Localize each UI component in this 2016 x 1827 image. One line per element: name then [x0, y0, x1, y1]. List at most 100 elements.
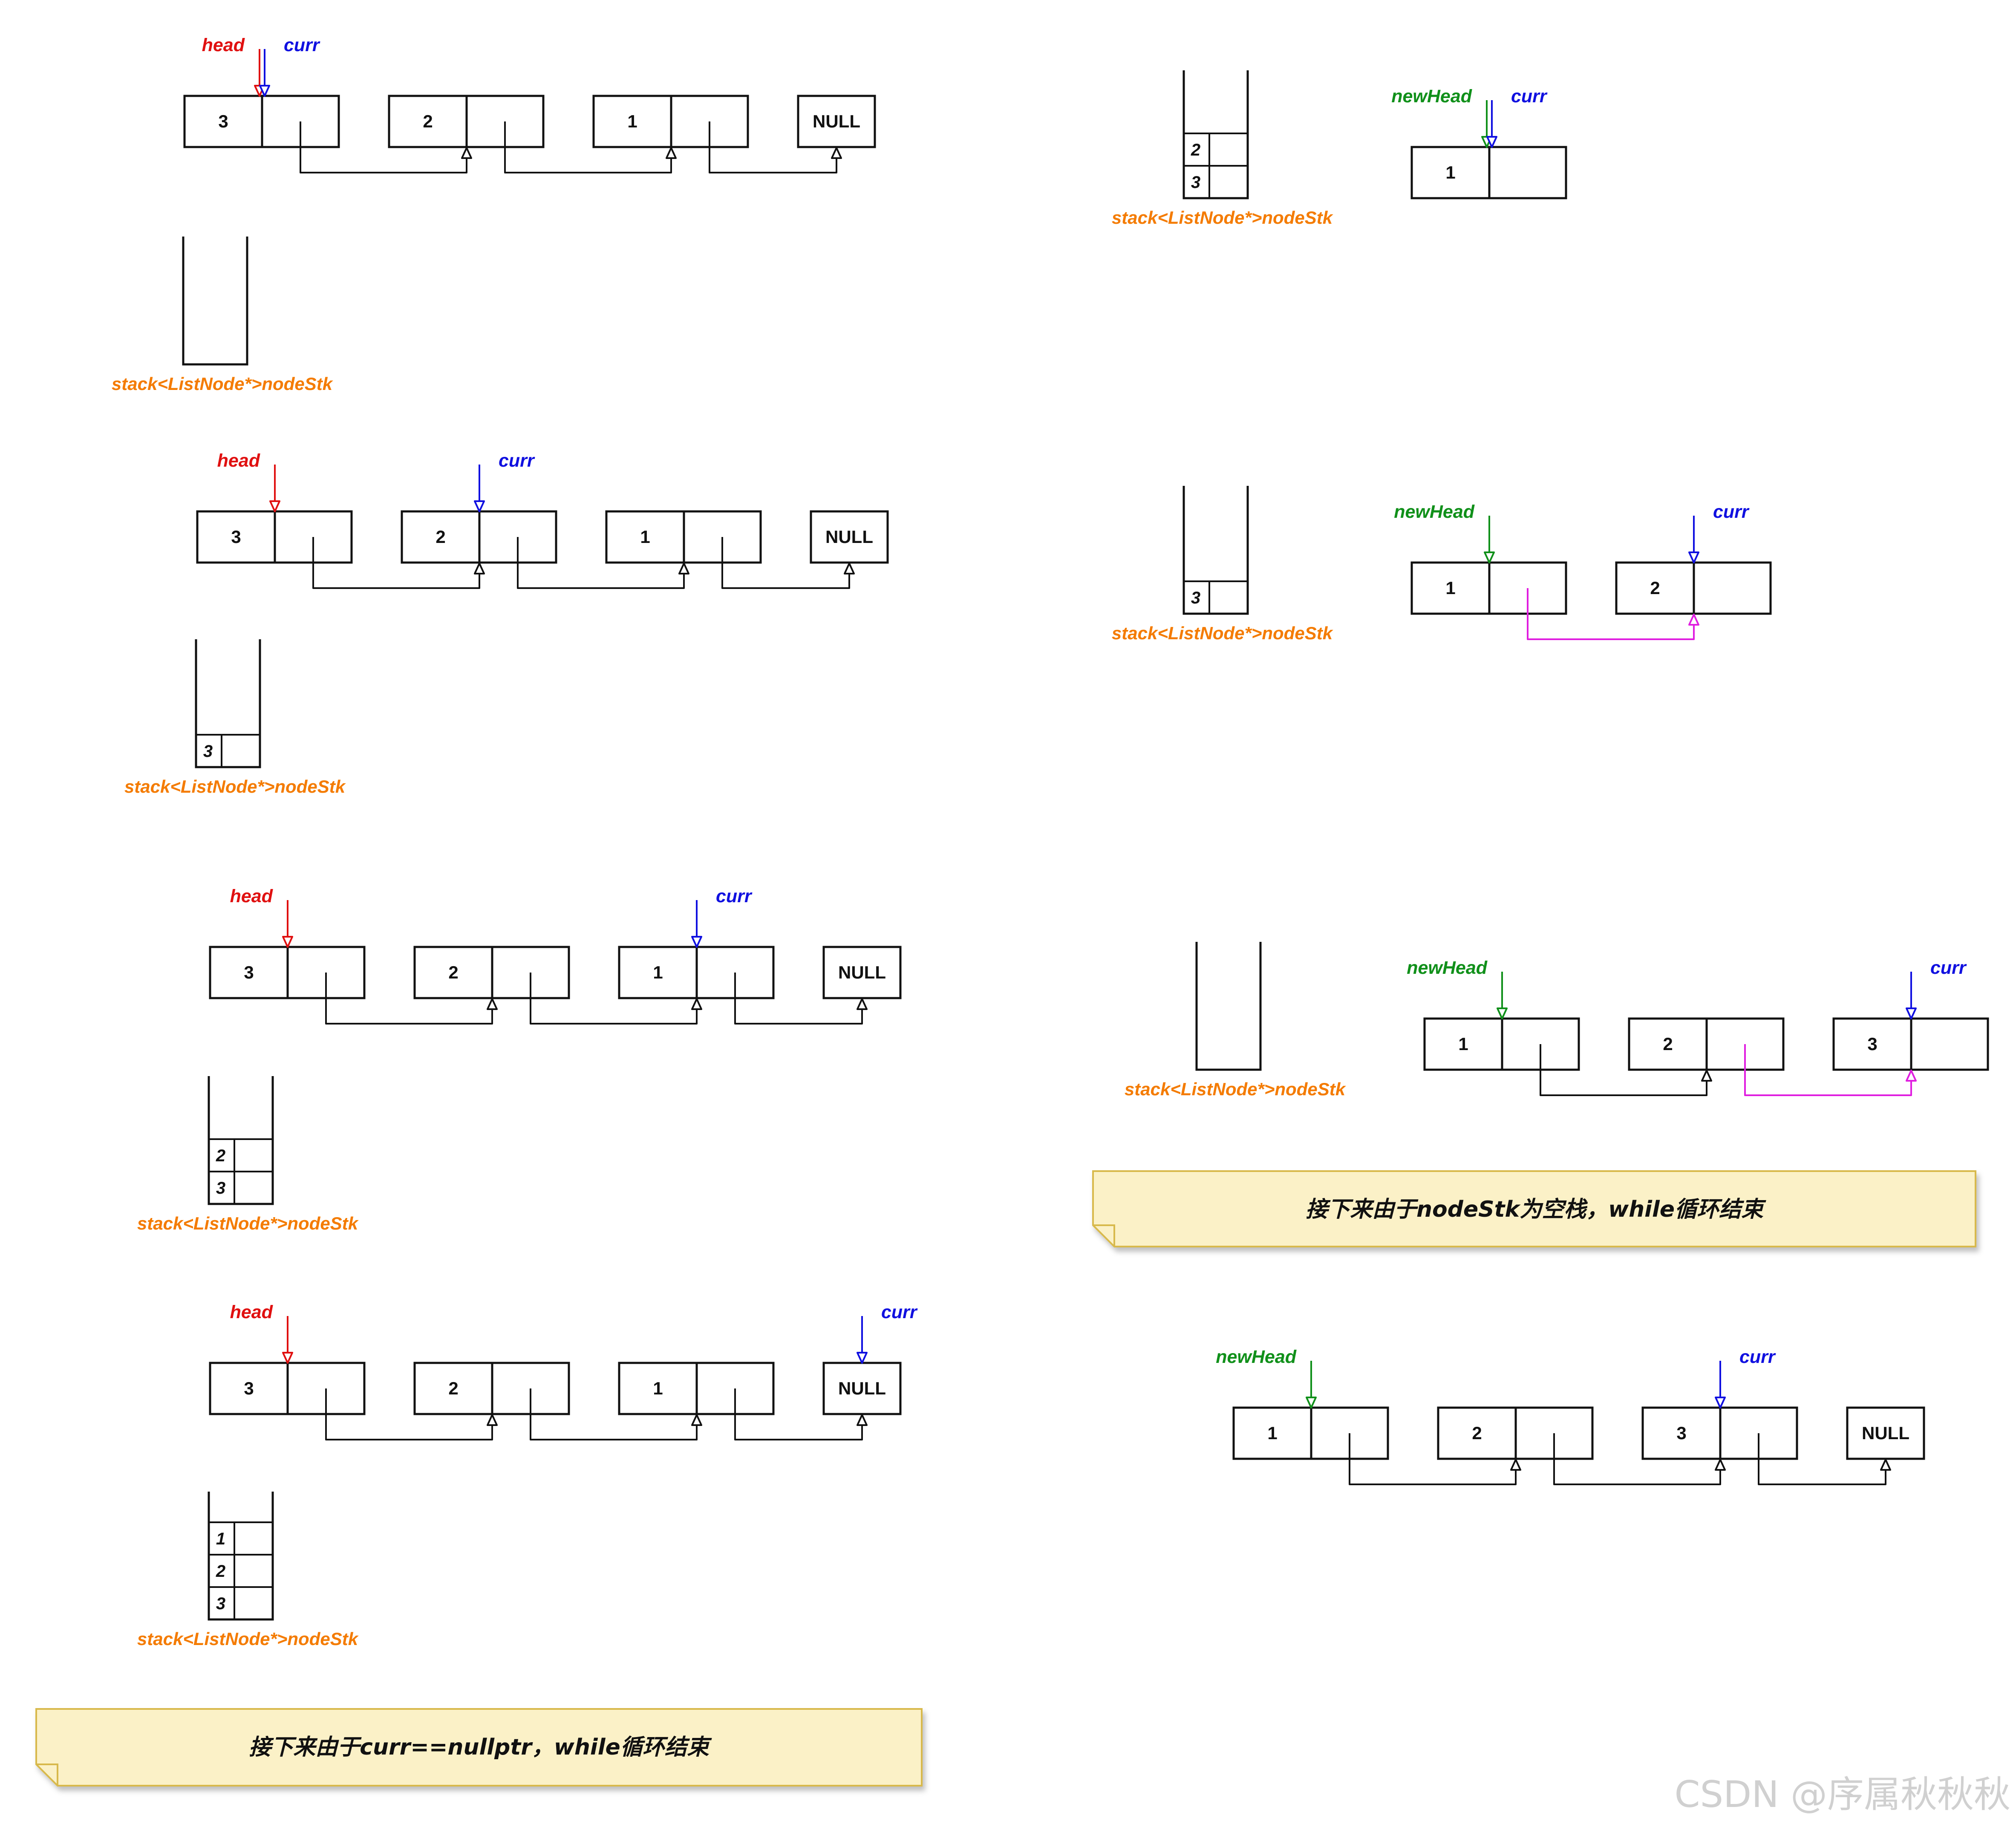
node-value: 3 — [1676, 1423, 1686, 1443]
left-step-4: 3 2 1 NULL head curr 321stack<ListNode*>nodeSt… — [137, 1302, 918, 1649]
node-value: 1 — [1445, 578, 1455, 598]
stack-cell — [208, 1138, 274, 1172]
list-node-0: 3 — [209, 946, 366, 999]
curr-label: curr — [1713, 502, 1750, 522]
curr-label: curr — [499, 450, 535, 471]
head-label: head — [230, 1302, 273, 1322]
stack-item-value: 3 — [216, 1594, 225, 1613]
stack-label: stack<ListNode*>nodeStk — [124, 776, 346, 797]
curr-label: curr — [1511, 86, 1548, 107]
null-node: NULL — [822, 946, 902, 999]
next-link-0 — [300, 121, 472, 173]
curr-arrow-icon — [691, 936, 702, 948]
link-arrow-icon — [678, 563, 689, 574]
link-arrow-icon — [1688, 614, 1699, 626]
null-box — [810, 510, 889, 564]
curr-pointer: curr — [1486, 86, 1548, 148]
list-node-1: 2 — [1437, 1406, 1594, 1460]
list-node-1: 2 — [413, 946, 570, 999]
link-line — [1540, 1044, 1707, 1096]
node-stack: stack<ListNode*>nodeStk — [1125, 942, 1347, 1099]
list-node-0: 3 — [209, 1362, 366, 1415]
list-node-1: 2 — [413, 1362, 570, 1415]
curr-arrow-icon — [857, 1352, 868, 1364]
list-node-2: 1 — [618, 1362, 775, 1415]
list-node-0: 1 — [1423, 1017, 1580, 1071]
null-label: NULL — [838, 1378, 886, 1398]
next-link-1 — [1744, 1044, 1917, 1096]
newHead-pointer: newHead — [1391, 86, 1492, 148]
link-line — [1744, 1044, 1912, 1096]
stack-item: 1 — [208, 1521, 274, 1556]
head-arrow-icon — [269, 500, 280, 512]
curr-label: curr — [284, 35, 320, 55]
list-node-2: 1 — [605, 510, 762, 564]
curr-arrow-icon — [1906, 1007, 1917, 1019]
newHead-label: newHead — [1391, 86, 1472, 107]
note-right-box — [1092, 1170, 1976, 1247]
node-value: 3 — [244, 1378, 254, 1398]
node-value: 3 — [1867, 1034, 1877, 1054]
note-left-box — [35, 1708, 923, 1787]
head-label: head — [217, 450, 260, 471]
curr-pointer: curr — [1906, 958, 1967, 1019]
null-box — [822, 1362, 902, 1415]
stack-item: 3 — [208, 1586, 274, 1620]
next-link-1 — [530, 973, 702, 1025]
link-arrow-icon — [691, 998, 702, 1010]
watermark: CSDN @序属秋秋秋 — [1674, 1773, 2010, 1816]
link-line — [721, 537, 850, 589]
next-link-0 — [325, 1388, 498, 1440]
null-node: NULL — [797, 95, 876, 148]
node-value: 2 — [1663, 1034, 1673, 1054]
link-line — [530, 973, 698, 1025]
list-node-1: 2 — [1628, 1017, 1785, 1071]
node-value: 2 — [1472, 1423, 1482, 1443]
link-line — [325, 1388, 493, 1440]
stack-label: stack<ListNode*>nodeStk — [1112, 623, 1334, 643]
curr-arrow-icon — [1486, 136, 1497, 148]
null-box — [797, 95, 876, 148]
stack-container — [1195, 942, 1262, 1071]
null-box — [822, 946, 902, 999]
link-arrow-icon — [1510, 1459, 1521, 1471]
link-arrow-icon — [857, 1414, 868, 1426]
link-arrow-icon — [831, 147, 842, 159]
null-label: NULL — [825, 527, 873, 547]
curr-pointer: curr — [1715, 1347, 1776, 1408]
head-arrow-icon — [282, 936, 293, 948]
stack-item-value: 3 — [216, 1179, 225, 1198]
link-line — [312, 537, 480, 589]
link-arrow-icon — [1906, 1070, 1917, 1082]
next-link-2 — [709, 121, 842, 173]
link-arrow-icon — [487, 1414, 498, 1426]
newHead-label: newHead — [1407, 958, 1488, 978]
link-line — [504, 121, 672, 173]
link-arrow-icon — [461, 147, 472, 159]
right-step-3: stack<ListNode*>nodeStk 1 2 3 newHead curr — [1125, 942, 1989, 1099]
next-link-0 — [1349, 1433, 1521, 1485]
link-line — [734, 973, 863, 1025]
curr-pointer: curr — [259, 35, 320, 97]
curr-label: curr — [1930, 958, 1967, 978]
head-pointer: head — [217, 450, 280, 512]
link-arrow-icon — [691, 1414, 702, 1426]
curr-label: curr — [1739, 1347, 1776, 1367]
list-node-1: 2 — [388, 95, 545, 148]
stack-label: stack<ListNode*>nodeStk — [112, 374, 334, 394]
node-value: 2 — [448, 1378, 458, 1398]
list-node-2: 1 — [618, 946, 775, 999]
null-label: NULL — [838, 962, 886, 982]
link-arrow-icon — [844, 563, 855, 574]
curr-label: curr — [881, 1302, 918, 1322]
newHead-pointer: newHead — [1394, 502, 1495, 563]
link-arrow-icon — [487, 998, 498, 1010]
link-arrow-icon — [857, 998, 868, 1010]
curr-arrow-icon — [1715, 1397, 1726, 1408]
